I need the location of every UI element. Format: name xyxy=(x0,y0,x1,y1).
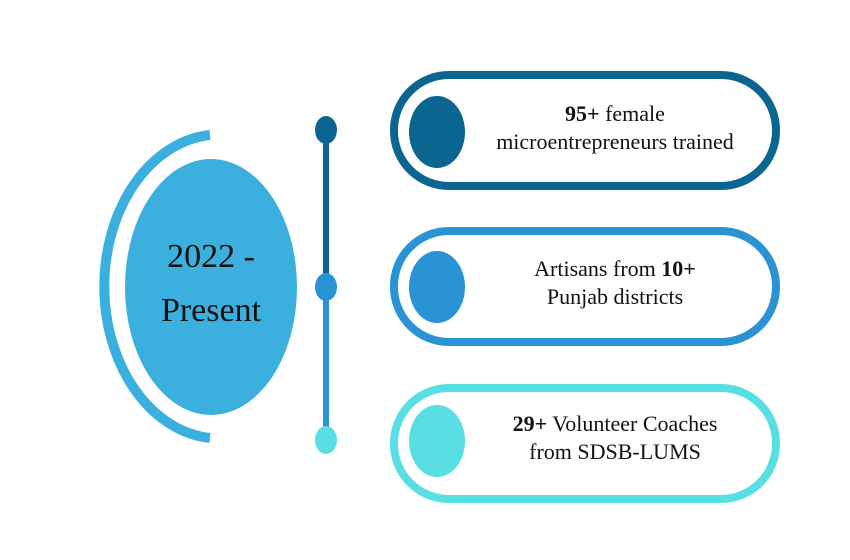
outer-arc xyxy=(99,130,211,443)
item-1-bold: 95+ xyxy=(565,101,600,126)
timeline-dot-1 xyxy=(315,116,337,144)
item-1-text2: microentrepreneurs trained xyxy=(496,128,734,154)
pill-1-circle xyxy=(409,96,465,168)
item-1-text: 95+ female microentrepreneurs trained xyxy=(470,100,760,155)
item-2-bold: 10+ xyxy=(661,256,696,281)
item-1-text1: female xyxy=(599,101,665,126)
period-line-1: 2022 - xyxy=(167,238,255,275)
item-3-text2: from SDSB-LUMS xyxy=(529,438,701,464)
timeline-dot-3 xyxy=(315,426,337,454)
pill-3-circle xyxy=(409,405,465,477)
pill-2 xyxy=(390,227,780,346)
item-2-text2: Punjab districts xyxy=(546,283,684,309)
item-3-text1: Volunteer Coaches xyxy=(547,411,718,436)
pill-3 xyxy=(390,384,780,503)
item-3-bold: 29+ xyxy=(512,411,548,436)
item-3-text: 29+ Volunteer Coaches from SDSB-LUMS xyxy=(470,410,760,465)
item-2-text: Artisans from 10+ Punjab districts xyxy=(470,255,760,310)
timeline-dot-2 xyxy=(315,273,337,301)
pill-1 xyxy=(390,71,780,190)
period-line-2: Present xyxy=(160,292,262,330)
item-2-text1: Artisans from xyxy=(534,256,662,281)
period-ellipse xyxy=(125,159,297,415)
period-label: 2022 - Present xyxy=(125,230,297,339)
pill-2-circle xyxy=(409,251,465,323)
